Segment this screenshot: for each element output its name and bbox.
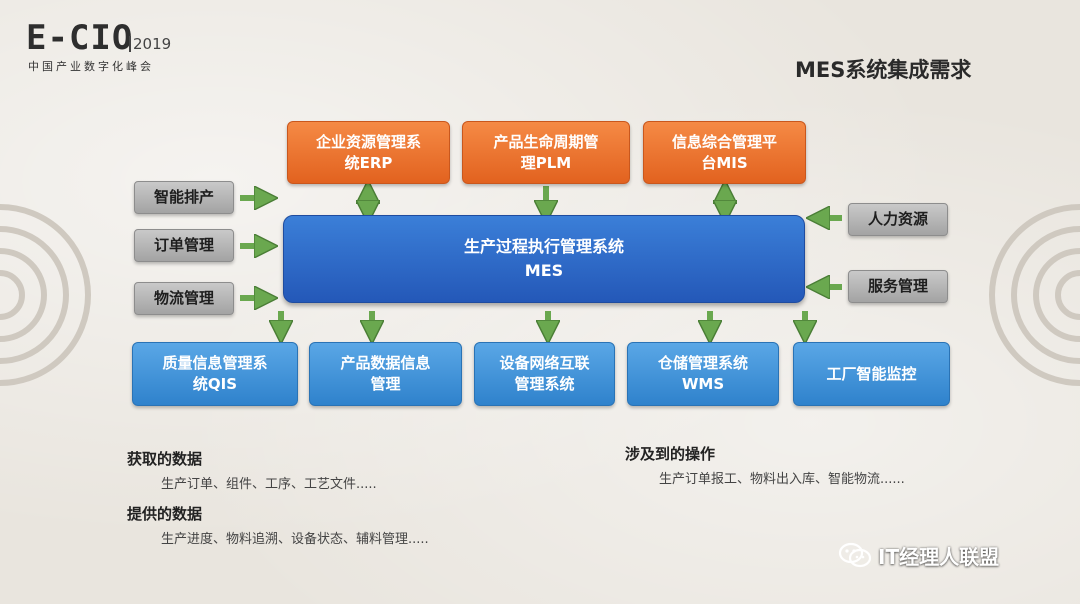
ornament-left-icon [0, 204, 91, 386]
erp-line2: 统ERP [344, 153, 393, 172]
logo-subtitle: 中国产业数字化峰会 [28, 60, 154, 73]
equipment-box: 设备网络互联管理系统 [474, 342, 615, 406]
left-input-scheduling: 智能排产 [134, 181, 234, 214]
equipment-line1: 设备网络互联 [499, 354, 590, 372]
pdm-line1: 产品数据信息 [340, 354, 431, 372]
logo-main: E-CIO [26, 18, 134, 58]
operations-text: 生产订单报工、物料出入库、智能物流...... [659, 472, 905, 487]
operations-heading: 涉及到的操作 [625, 445, 716, 463]
pdm-line2: 管理 [370, 375, 401, 393]
logo-year: 2019 [129, 36, 171, 52]
plm-line1: 产品生命周期管 [493, 132, 599, 151]
right-input-service: 服务管理 [848, 270, 948, 303]
wms-line2: WMS [681, 375, 725, 393]
wms-box: 仓储管理系统 WMS [627, 342, 779, 406]
qis-box: 质量信息管理系统QIS [132, 342, 298, 406]
equipment-line2: 管理系统 [514, 375, 575, 393]
ornament-right-icon [989, 204, 1080, 386]
watermark-text: IT经理人联盟 [878, 544, 1000, 569]
provided-text: 生产进度、物料追溯、设备状态、辅料管理..... [161, 532, 429, 547]
qis-line2: 统QIS [192, 375, 238, 393]
erp-box: 企业资源管理系统ERP [287, 121, 450, 184]
mes-core-box: 生产过程执行管理系统 MES [283, 215, 805, 303]
provided-heading: 提供的数据 [127, 505, 203, 523]
mes-line1: 生产过程执行管理系统 [463, 237, 624, 256]
wms-line1: 仓储管理系统 [657, 354, 748, 372]
plm-box: 产品生命周期管理PLM [462, 121, 630, 184]
mis-line1: 信息综合管理平 [671, 132, 777, 151]
wechat-icon [838, 542, 872, 568]
acquired-text: 生产订单、组件、工序、工艺文件..... [161, 477, 377, 492]
erp-line1: 企业资源管理系 [315, 132, 421, 151]
mes-line2: MES [524, 261, 564, 280]
left-input-logistics: 物流管理 [134, 282, 234, 315]
watermark: IT经理人联盟 [838, 540, 1068, 570]
right-input-hr: 人力资源 [848, 203, 948, 236]
logo: E-CIO 2019 中国产业数字化峰会 [26, 18, 186, 76]
acquired-heading: 获取的数据 [127, 450, 203, 468]
left-input-orders: 订单管理 [134, 229, 234, 262]
monitor-line1: 工厂智能监控 [826, 364, 917, 383]
monitor-box: 工厂智能监控 [793, 342, 950, 406]
pdm-box: 产品数据信息管理 [309, 342, 462, 406]
qis-line1: 质量信息管理系 [162, 354, 268, 372]
plm-line2: 理PLM [520, 153, 572, 172]
mis-box: 信息综合管理平台MIS [643, 121, 806, 184]
page-title: MES系统集成需求 [795, 58, 972, 82]
mis-line2: 台MIS [701, 153, 748, 172]
